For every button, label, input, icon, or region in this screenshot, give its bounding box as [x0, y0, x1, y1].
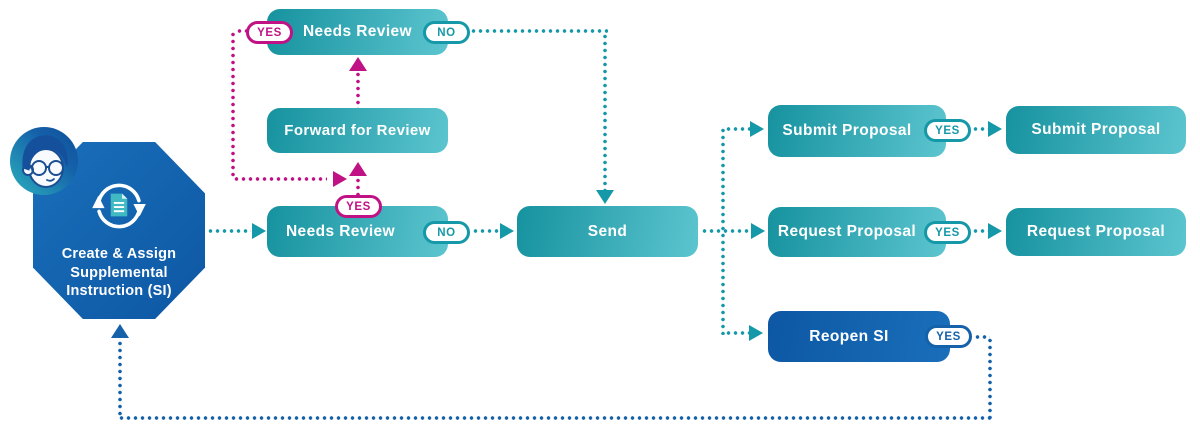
arrowhead-right-icon	[333, 171, 347, 187]
node-label: Reopen SI	[809, 327, 889, 345]
connector-reopen-yes-stub	[974, 335, 990, 339]
arrowhead-up-icon	[349, 57, 367, 71]
node-label: Submit Proposal	[1031, 121, 1161, 138]
node-submit-proposal-result: Submit Proposal	[1006, 106, 1186, 154]
badge-label: YES	[257, 26, 282, 39]
arrowhead-right-icon	[749, 325, 763, 341]
connector-return-vertical-right	[988, 337, 992, 420]
arrowhead-right-icon	[751, 223, 765, 239]
node-label: Request Proposal	[1026, 223, 1166, 240]
node-reopen-si: Reopen SI	[768, 311, 950, 362]
person-avatar-icon	[10, 127, 78, 195]
connector-send-to-request	[701, 229, 753, 233]
node-label: Needs Review	[285, 222, 396, 240]
arrowhead-down-icon	[596, 190, 614, 204]
document-cycle-icon	[92, 183, 146, 229]
connector-no-to-send	[472, 229, 502, 233]
node-forward-for-review: Forward for Review	[267, 108, 448, 153]
connector-yes-loop-horizontal	[233, 177, 327, 181]
connector-no-top-vertical	[603, 33, 607, 191]
arrowhead-right-icon	[750, 121, 764, 137]
badge-label: NO	[437, 26, 456, 39]
node-label: Request Proposal	[777, 223, 917, 240]
connector-start-to-needs-review	[207, 229, 251, 233]
node-label: Send	[587, 222, 628, 240]
arrowhead-right-icon	[988, 121, 1002, 137]
connector-yes-loop-vertical	[231, 31, 235, 179]
connector-yes-top-stub	[236, 29, 247, 33]
connector-branch-vertical	[721, 127, 725, 335]
connector-no-top-horizontal	[470, 29, 608, 33]
node-needs-review-top: Needs Review	[267, 9, 448, 55]
badge-yes-reopen-si: YES	[925, 325, 972, 348]
arrowhead-up-icon	[111, 324, 129, 338]
node-label: Submit Proposal	[782, 122, 912, 139]
node-label: Forward for Review	[284, 122, 431, 139]
connector-submit-yes	[972, 127, 989, 131]
connector-branch-to-reopen	[725, 331, 750, 335]
badge-label: YES	[935, 124, 960, 137]
node-request-proposal-result: Request Proposal	[1006, 208, 1186, 256]
node-send: Send	[517, 206, 698, 257]
node-submit-proposal: Submit Proposal	[768, 105, 946, 157]
node-label: Needs Review	[302, 23, 413, 40]
arrowhead-right-icon	[500, 223, 514, 239]
connector-return-vertical-left	[118, 340, 122, 418]
arrowhead-right-icon	[252, 223, 266, 239]
badge-yes-request-proposal: YES	[924, 221, 971, 244]
badge-no-needs-review-top: NO	[423, 21, 470, 44]
connector-forward-to-needs-review-top	[356, 71, 360, 108]
connector-yes-to-forward	[356, 177, 360, 196]
badge-yes-submit-proposal: YES	[924, 119, 971, 142]
badge-label: YES	[346, 200, 371, 213]
badge-yes-needs-review-top: YES	[246, 21, 293, 44]
badge-label: YES	[936, 330, 961, 343]
start-node-create-assign-si: Create & Assign Supplemental Instruction…	[33, 142, 205, 319]
start-node-label: Create & Assign Supplemental Instruction…	[61, 246, 177, 300]
arrowhead-right-icon	[988, 223, 1002, 239]
node-request-proposal: Request Proposal	[768, 207, 946, 257]
badge-no-needs-review: NO	[423, 221, 470, 244]
badge-yes-needs-review: YES	[335, 195, 382, 218]
connector-request-yes	[972, 229, 989, 233]
badge-label: YES	[935, 226, 960, 239]
connector-branch-to-submit	[725, 127, 751, 131]
arrowhead-up-icon	[349, 162, 367, 176]
connector-return-bottom	[118, 416, 992, 420]
badge-label: NO	[437, 226, 456, 239]
